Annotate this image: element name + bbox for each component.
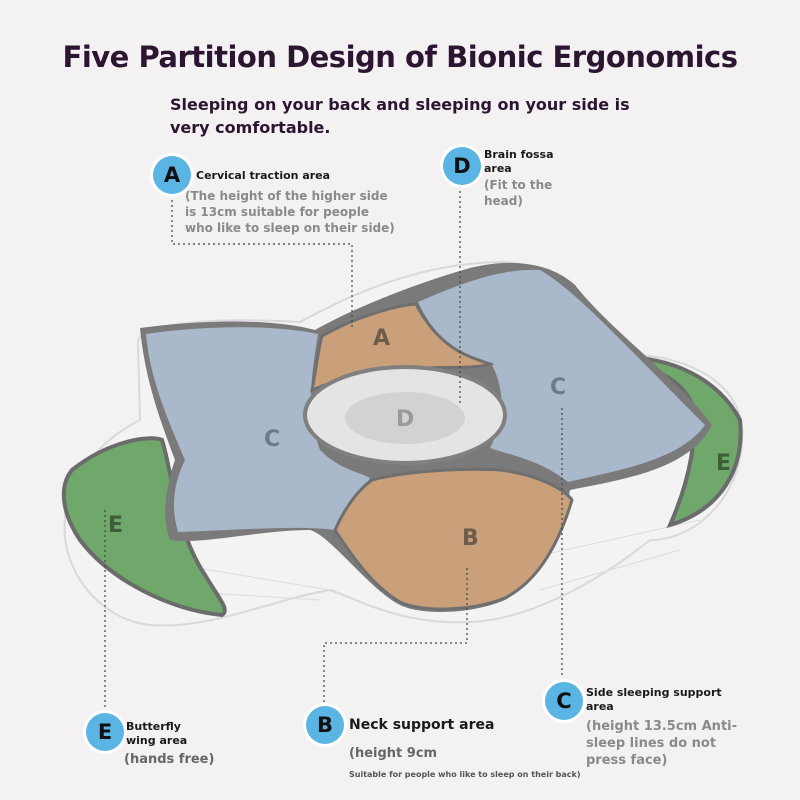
zone-c-left — [146, 327, 370, 532]
callout-c-badge: C — [545, 682, 583, 720]
zone-c-right-letter: C — [550, 375, 566, 400]
callout-b-title: Neck support area — [349, 717, 495, 733]
leader-b — [323, 568, 468, 705]
zone-e-right-letter: E — [716, 451, 731, 476]
callout-d-title: Brain fossa area — [484, 148, 554, 175]
zone-e-left — [61, 436, 227, 618]
callout-e-badge: E — [86, 713, 124, 751]
page-title: Five Partition Design of Bionic Ergonomi… — [62, 40, 738, 74]
zone-c-right — [418, 269, 705, 482]
zone-c-left-letter: C — [264, 427, 280, 452]
pillow-quilt-texture — [149, 519, 701, 601]
callout-b-note: Suitable for people who like to sleep on… — [349, 770, 581, 779]
page-subtitle: Sleeping on your back and sleeping on yo… — [170, 95, 630, 137]
zone-a — [309, 302, 495, 393]
callout-c-title: Side sleeping support area — [586, 686, 722, 713]
callout-c-desc: (height 13.5cm Anti-sleep lines do not p… — [586, 719, 738, 768]
callout-a-desc: (The height of the higher side is 13cm s… — [185, 189, 395, 235]
zone-e-right — [619, 355, 743, 529]
zone-d-letter: D — [396, 407, 414, 432]
zone-e-left-letter: E — [108, 513, 123, 538]
callout-e-desc: (hands free) — [124, 752, 215, 767]
callout-a-badge: A — [153, 156, 191, 194]
zone-b — [333, 467, 574, 611]
callout-b-desc: (height 9cm — [349, 746, 438, 761]
leader-a — [171, 195, 353, 330]
callout-d-desc: (Fit to the head) — [484, 178, 553, 208]
zone-a-letter: A — [373, 326, 390, 351]
callout-e-title: Butterfly wing area — [126, 720, 188, 747]
zone-b-letter: B — [462, 526, 479, 551]
callout-a-title: Cervical traction area — [196, 169, 331, 182]
callout-b-badge: B — [306, 706, 344, 744]
callout-d-badge: D — [443, 147, 481, 185]
zone-d-hollow — [345, 392, 465, 444]
